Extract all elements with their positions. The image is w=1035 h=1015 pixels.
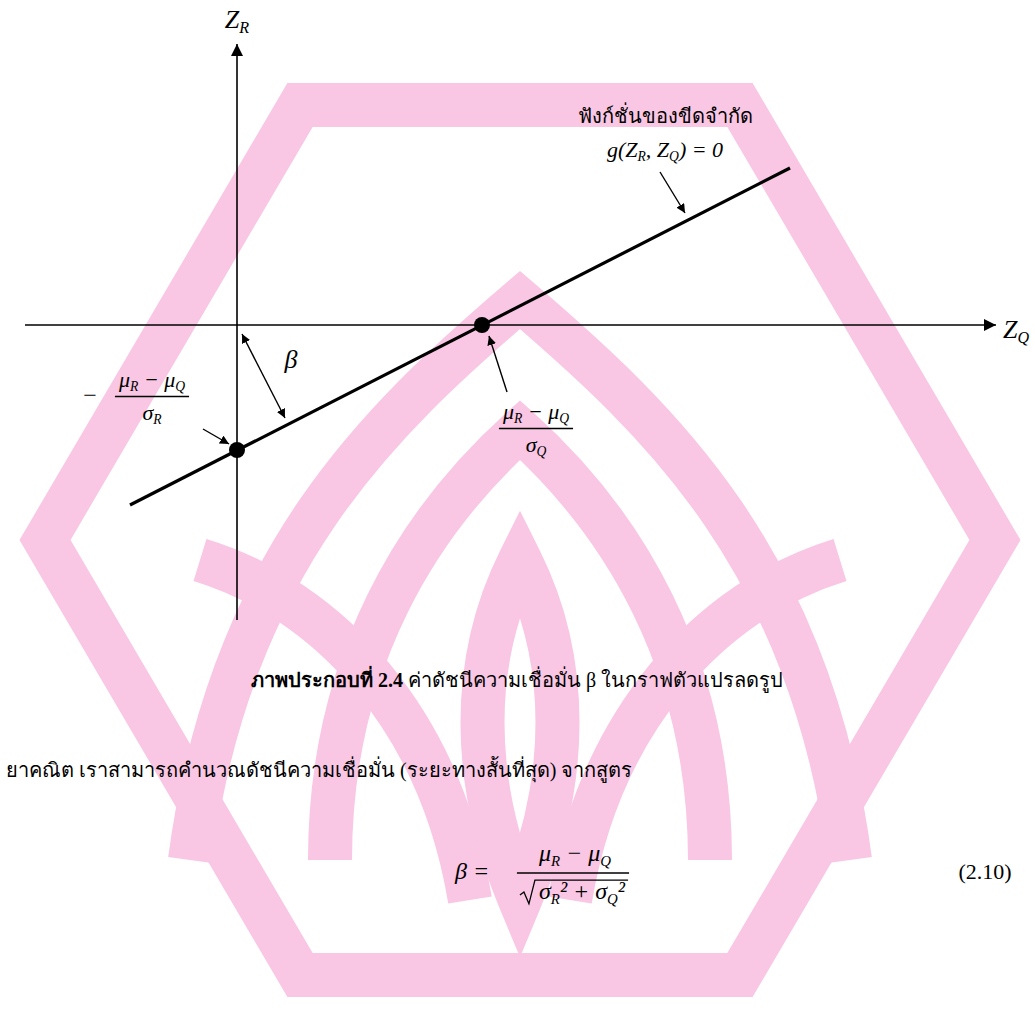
- fraction-bar: [517, 872, 629, 873]
- graph: [25, 44, 996, 620]
- watermark: [45, 105, 995, 975]
- fraction-bar: [115, 396, 189, 397]
- watermark-petal: [570, 560, 840, 900]
- leader-line: [203, 429, 229, 444]
- axis-label: ZQ: [1003, 315, 1029, 345]
- fraction-numerator: μR − μQ: [119, 367, 185, 392]
- watermark-petal: [330, 430, 710, 860]
- equation-lhs: β =: [455, 858, 489, 886]
- fraction-numerator: μR − μQ: [539, 840, 611, 868]
- fraction-numerator: μR − μQ: [503, 399, 569, 424]
- limit-function: g(ZR, ZQ) = 0: [607, 137, 723, 162]
- beta-arrow: [242, 334, 285, 418]
- beta-symbol: β: [285, 345, 298, 375]
- watermark-hexagon: [45, 105, 995, 975]
- axis-label: ZR: [225, 5, 249, 35]
- figure-caption: ภาพประกอบที่ 2.4 ค่าดัชนีความเชื่อมั่น β…: [251, 669, 783, 692]
- callout-text: ฟังก์ชั่นของขีดจำกัด: [578, 105, 753, 128]
- body-text: ยาคณิต เราสามารถคำนวณดัชนีความเชื่อมั่น …: [6, 759, 632, 782]
- leader-line: [489, 336, 507, 392]
- z-q-axis: [25, 324, 996, 326]
- fraction-denominator: σQ: [526, 432, 547, 457]
- equation-number: (2.10): [958, 859, 1011, 884]
- z-r-axis: [236, 44, 238, 620]
- leader-line: [660, 172, 685, 213]
- intercept-dot: [229, 442, 245, 458]
- minus-sign: −: [83, 382, 97, 410]
- limit-state-line: [130, 168, 790, 505]
- fraction-denominator: σR² + σQ²: [539, 878, 625, 906]
- watermark-petal: [200, 560, 470, 900]
- intercept-dot: [474, 317, 490, 333]
- fraction-denominator: σR: [142, 400, 161, 425]
- fraction-bar: [499, 428, 573, 429]
